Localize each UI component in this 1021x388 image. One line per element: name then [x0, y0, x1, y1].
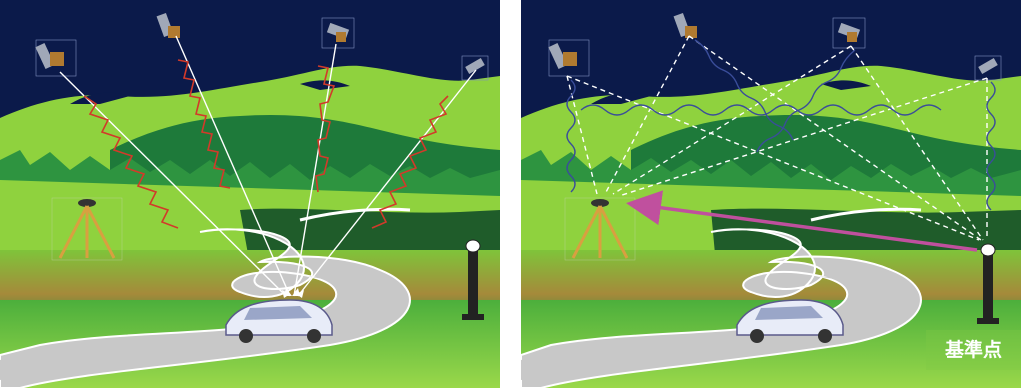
right-panel: 基準点 [521, 0, 1021, 388]
left-panel [0, 0, 500, 388]
reference-station-label: 基準点 [926, 330, 1021, 370]
